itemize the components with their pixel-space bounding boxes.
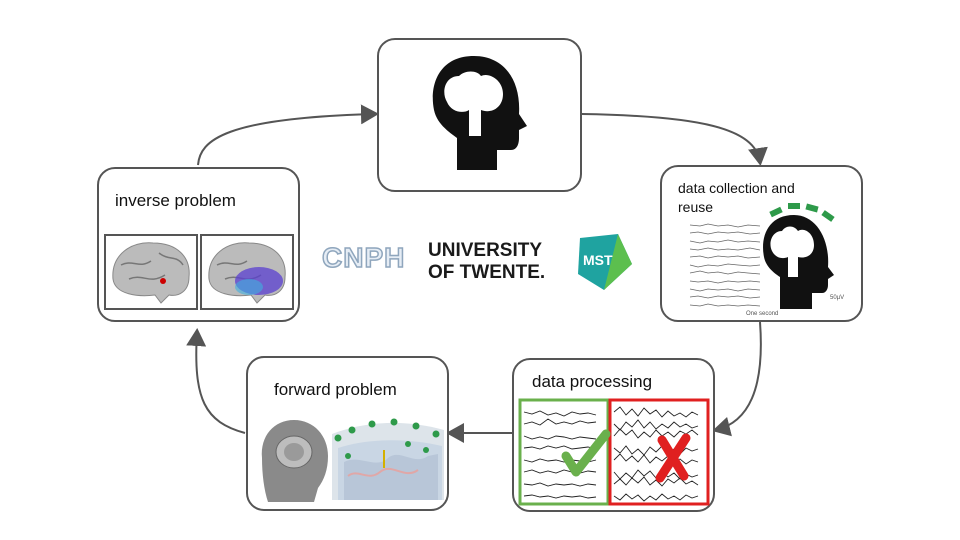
university-of-twente-logo: UNIVERSITY OF TWENTE. bbox=[428, 240, 545, 284]
head-brain-icon bbox=[432, 56, 527, 170]
eeg-time-label: One second bbox=[746, 311, 779, 317]
arrow-brain-to-collection bbox=[581, 113, 768, 166]
node-inverse-problem: inverse problem bbox=[97, 167, 300, 322]
data-collection-label: data collection and reuse bbox=[678, 180, 795, 215]
head-brain-icon bbox=[763, 215, 834, 309]
node-data-collection: data collection and reuse 50µV One secon… bbox=[660, 165, 863, 322]
brain-render-left bbox=[112, 242, 190, 304]
forward-head-model bbox=[261, 418, 444, 502]
inverse-problem-label: inverse problem bbox=[115, 191, 236, 210]
arrow-inverse-to-brain bbox=[197, 104, 379, 166]
mst-text: MST bbox=[583, 252, 613, 268]
inverse-brain-images bbox=[104, 234, 294, 310]
brain-render-right bbox=[208, 242, 286, 304]
eeg-with-head-icon bbox=[689, 203, 835, 309]
mst-badge bbox=[578, 234, 632, 290]
node-data-processing: data processing bbox=[512, 358, 715, 512]
cortex-slice bbox=[332, 418, 444, 500]
twente-line-1: UNIVERSITY bbox=[428, 240, 543, 261]
eeg-scale-label: 50µV bbox=[830, 295, 845, 301]
eeg-accept-reject bbox=[518, 398, 710, 506]
arrow-collection-to-processing bbox=[712, 321, 762, 437]
node-brain bbox=[377, 38, 582, 192]
data-processing-label: data processing bbox=[532, 372, 653, 391]
cross-icon bbox=[655, 433, 691, 483]
check-icon bbox=[561, 429, 611, 477]
node-forward-problem: forward problem bbox=[246, 356, 449, 511]
twente-line-2: OF TWENTE. bbox=[428, 262, 546, 283]
forward-problem-label: forward problem bbox=[274, 380, 397, 399]
mst-logo: MST bbox=[574, 230, 636, 292]
head-model-render bbox=[261, 420, 328, 502]
cnph-logo: CNPH bbox=[321, 241, 406, 274]
arrow-forward-to-inverse bbox=[186, 328, 246, 434]
